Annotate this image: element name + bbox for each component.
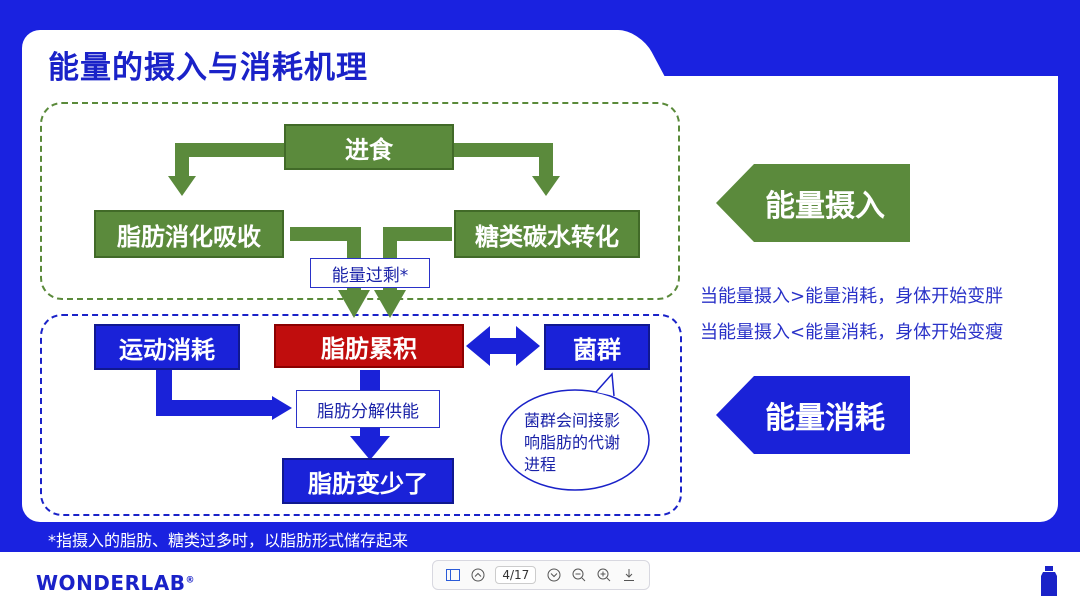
surplus-label: 能量过剩* (310, 258, 430, 288)
page-up-icon[interactable] (470, 566, 485, 584)
page-number[interactable]: 4/17 (495, 566, 537, 584)
fat-break-label: 脂肪分解供能 (296, 390, 440, 428)
zoom-in-icon[interactable] (597, 566, 612, 584)
fat-less-box: 脂肪变少了 (282, 458, 454, 504)
page-title: 能量的摄入与消耗机理 (48, 50, 368, 86)
viewer-toolbar: 4/17 (432, 560, 650, 590)
brand-logo: WONDERLAB® (36, 571, 195, 595)
page-down-icon[interactable] (546, 566, 561, 584)
sidebar-icon[interactable] (445, 566, 460, 584)
flora-box: 菌群 (544, 324, 650, 370)
exercise-box: 运动消耗 (94, 324, 240, 370)
footnote: *指摄入的脂肪、糖类过多时，以脂肪形式储存起来 (48, 531, 409, 550)
eat-box: 进食 (284, 124, 454, 170)
zoom-out-icon[interactable] (571, 566, 586, 584)
fat-accum-box: 脂肪累积 (274, 324, 464, 368)
flora-bubble-text: 菌群会间接影响脂肪的代谢进程 (524, 411, 621, 474)
consume-region (40, 314, 682, 516)
intake-tag: 能量摄入 (765, 189, 885, 224)
fat-gain-note: 当能量摄入>能量消耗，身体开始变胖 (700, 286, 1004, 307)
fat-loss-note: 当能量摄入<能量消耗，身体开始变瘦 (700, 322, 1004, 343)
consume-tag: 能量消耗 (765, 401, 885, 436)
intake-tag-shape (716, 164, 910, 242)
carb-convert-box: 糖类碳水转化 (454, 210, 640, 258)
consume-tag-shape (716, 376, 910, 454)
fat-digest-box: 脂肪消化吸收 (94, 210, 284, 258)
download-icon[interactable] (622, 566, 637, 584)
bottle-icon (1041, 566, 1057, 596)
